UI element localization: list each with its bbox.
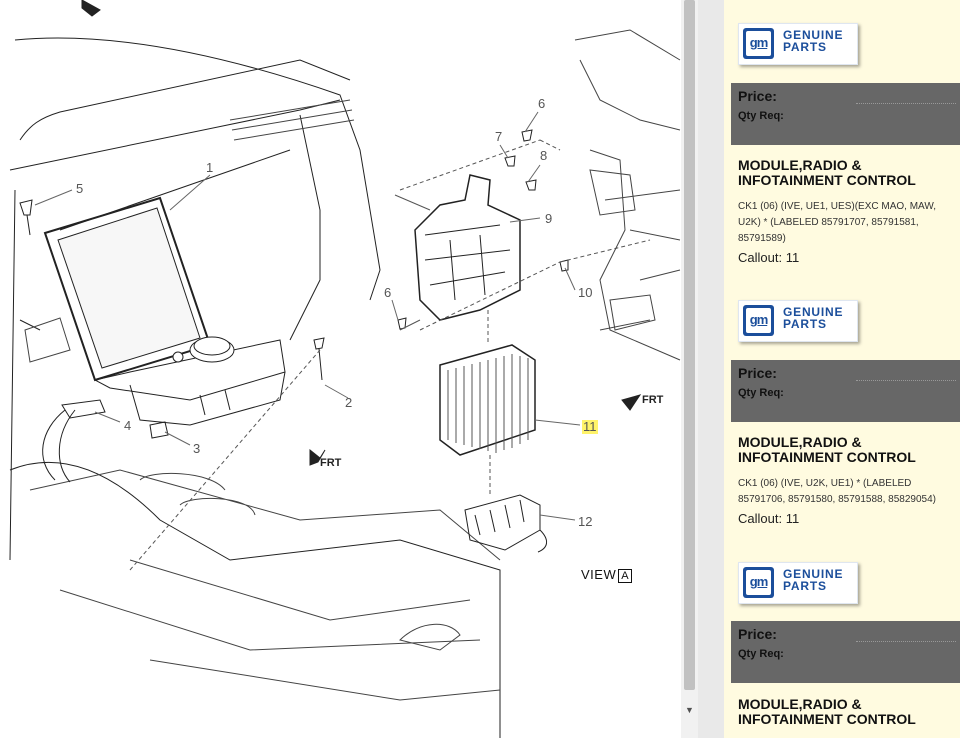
- view-text: VIEW: [581, 567, 617, 582]
- callout-8[interactable]: 8: [540, 148, 548, 163]
- callout-1[interactable]: 1: [206, 160, 214, 175]
- center-console: [29, 469, 501, 701]
- gm-logo-icon: gm: [743, 305, 774, 336]
- price-label: Price:: [738, 626, 777, 642]
- dash-structure-right: [574, 29, 681, 361]
- front-direction-label-right: FRT: [642, 394, 664, 406]
- mounting-bracket: [414, 174, 521, 321]
- dashboard-outline: [9, 37, 501, 738]
- part-callout[interactable]: Callout: 11: [738, 511, 800, 526]
- callout-7[interactable]: 7: [495, 129, 503, 144]
- front-direction-label-left: FRT: [320, 457, 342, 469]
- scroll-down-arrow-icon[interactable]: ▼: [685, 705, 694, 715]
- qty-label: Qty Req:: [738, 387, 784, 399]
- callout-2[interactable]: 2: [345, 395, 353, 410]
- exploded-parts-diagram: [9, 0, 681, 738]
- brand-line2: PARTS: [783, 40, 827, 54]
- part-description: CK1 (06) (IVE, UE1, UES)(EXC MAO, MAW, U…: [738, 201, 936, 244]
- part-title[interactable]: MODULE,RADIO & INFOTAINMENT CONTROL: [738, 434, 916, 465]
- diagram-scrollbar[interactable]: ▼: [681, 0, 698, 738]
- scrollbar-thumb[interactable]: [684, 0, 695, 690]
- callout-11[interactable]: 11: [582, 419, 598, 434]
- price-label: Price:: [738, 365, 777, 381]
- callout-6-lower[interactable]: 6: [384, 285, 392, 300]
- panel-divider[interactable]: [698, 0, 724, 738]
- part-description: CK1 (06) (IVE, U2K, UE1) * (LABELED 8579…: [738, 478, 936, 505]
- gm-logo-icon: gm: [743, 567, 774, 598]
- callout-5[interactable]: 5: [76, 181, 84, 196]
- brand-line1: GENUINE: [783, 28, 844, 42]
- qty-label: Qty Req:: [738, 110, 784, 122]
- price-bar: Price: Qty Req:: [731, 83, 960, 145]
- gm-logo-icon: gm: [743, 28, 774, 59]
- diagram-pane[interactable]: 1 2 3 4 5 6 7 8 9 10 11 12 6 FRT FRT VIE…: [0, 0, 681, 738]
- callout-12[interactable]: 12: [578, 514, 593, 529]
- price-label: Price:: [738, 88, 777, 104]
- callout-9[interactable]: 9: [545, 211, 553, 226]
- wiring-harness: [42, 399, 106, 483]
- callout-10[interactable]: 10: [578, 285, 593, 300]
- qty-label: Qty Req:: [738, 648, 784, 660]
- view-letter: A: [618, 569, 633, 583]
- radio-module: [439, 344, 536, 456]
- callout-3[interactable]: 3: [193, 441, 201, 456]
- callout-6[interactable]: 6: [538, 96, 546, 111]
- part-callout[interactable]: Callout: 11: [738, 250, 800, 265]
- price-bar: Price: Qty Req:: [731, 621, 960, 683]
- part-title[interactable]: MODULE,RADIO & INFOTAINMENT CONTROL: [738, 157, 916, 188]
- callout-4[interactable]: 4: [124, 418, 132, 433]
- part-title[interactable]: MODULE,RADIO & INFOTAINMENT CONTROL: [738, 696, 916, 727]
- price-bar: Price: Qty Req:: [731, 360, 960, 422]
- connector-harness: [464, 494, 541, 551]
